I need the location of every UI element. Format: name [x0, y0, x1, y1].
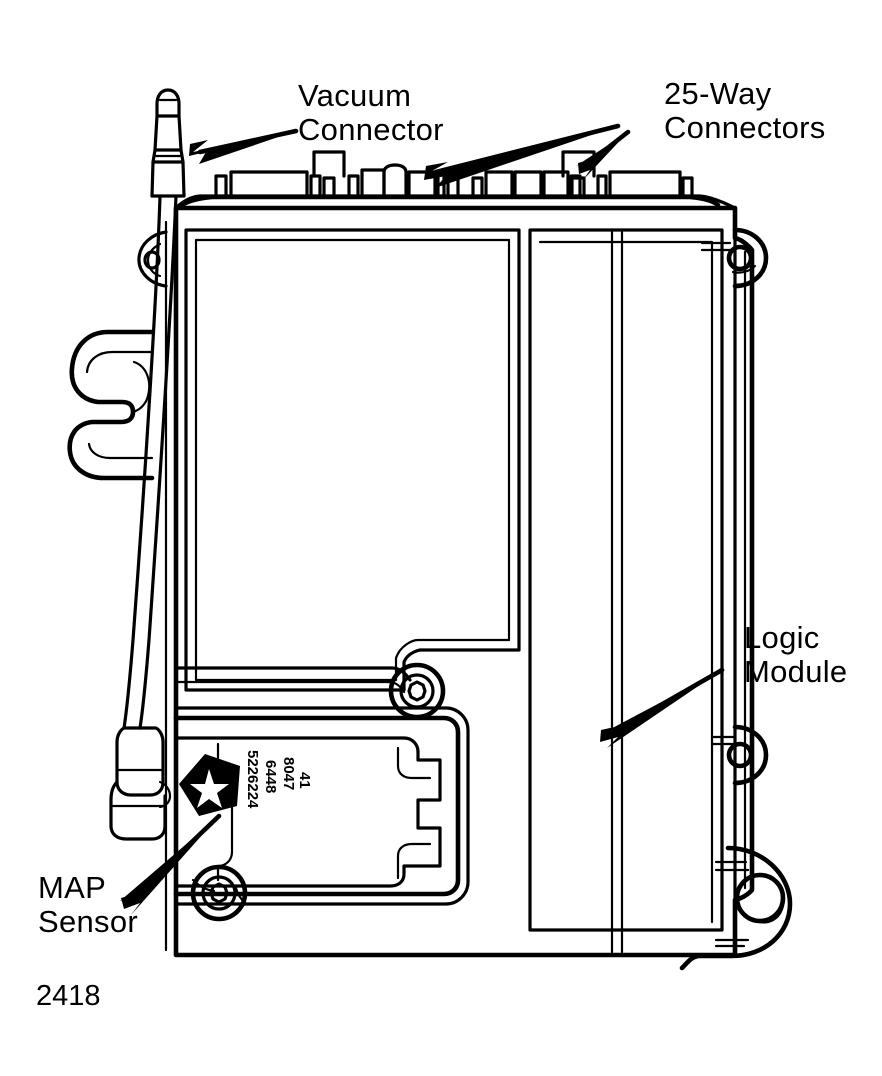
part-markings: 5226224 6448 8047 41	[244, 750, 313, 809]
label-vacuum-connector: Vacuum Connector	[298, 78, 444, 147]
vacuum-connector-line2: Connector	[298, 112, 444, 147]
vacuum-connector-arrow	[189, 128, 299, 164]
housing-top-panel	[184, 228, 521, 692]
logic-module-line2: Module	[744, 654, 847, 689]
map-sensor-line2: Sensor	[38, 904, 138, 939]
code-3-text: 41	[296, 772, 313, 789]
connector-arrow-left	[424, 123, 621, 188]
torx-screw-lower	[190, 864, 248, 922]
mounting-ear-top-right	[700, 227, 769, 289]
housing-right-panel	[528, 228, 724, 954]
logic-module-line1: Logic	[744, 620, 820, 655]
label-25way-connectors: 25-Way Connectors	[664, 76, 826, 145]
torx-screw-upper	[388, 662, 446, 720]
mounting-clip	[67, 329, 155, 481]
mounting-boss-bottom-right	[679, 845, 793, 971]
connectors-25way-line2: Connectors	[664, 110, 826, 145]
connectors-25way-line1: 25-Way	[664, 76, 772, 111]
part-number-text: 5226224	[244, 750, 261, 809]
code-1-text: 6448	[262, 760, 279, 793]
vacuum-nipple	[150, 88, 186, 198]
connector-arrow-right	[576, 129, 631, 180]
figure-number: 2418	[36, 980, 101, 1012]
pentastar-logo	[179, 754, 240, 816]
map-sensor-arrow	[120, 813, 222, 915]
mounting-ear-top-left	[137, 230, 168, 288]
code-2-text: 8047	[280, 757, 297, 790]
vacuum-connector-line1: Vacuum	[298, 78, 411, 113]
logic-module-arrow	[600, 667, 725, 748]
map-sensor-line1: MAP	[38, 870, 106, 905]
label-logic-module: Logic Module	[744, 620, 847, 689]
map-sensor-plate	[173, 662, 470, 922]
label-map-sensor: MAP Sensor	[38, 870, 138, 939]
logic-module-housing	[173, 194, 755, 958]
mounting-ear-mid-right	[710, 724, 769, 786]
